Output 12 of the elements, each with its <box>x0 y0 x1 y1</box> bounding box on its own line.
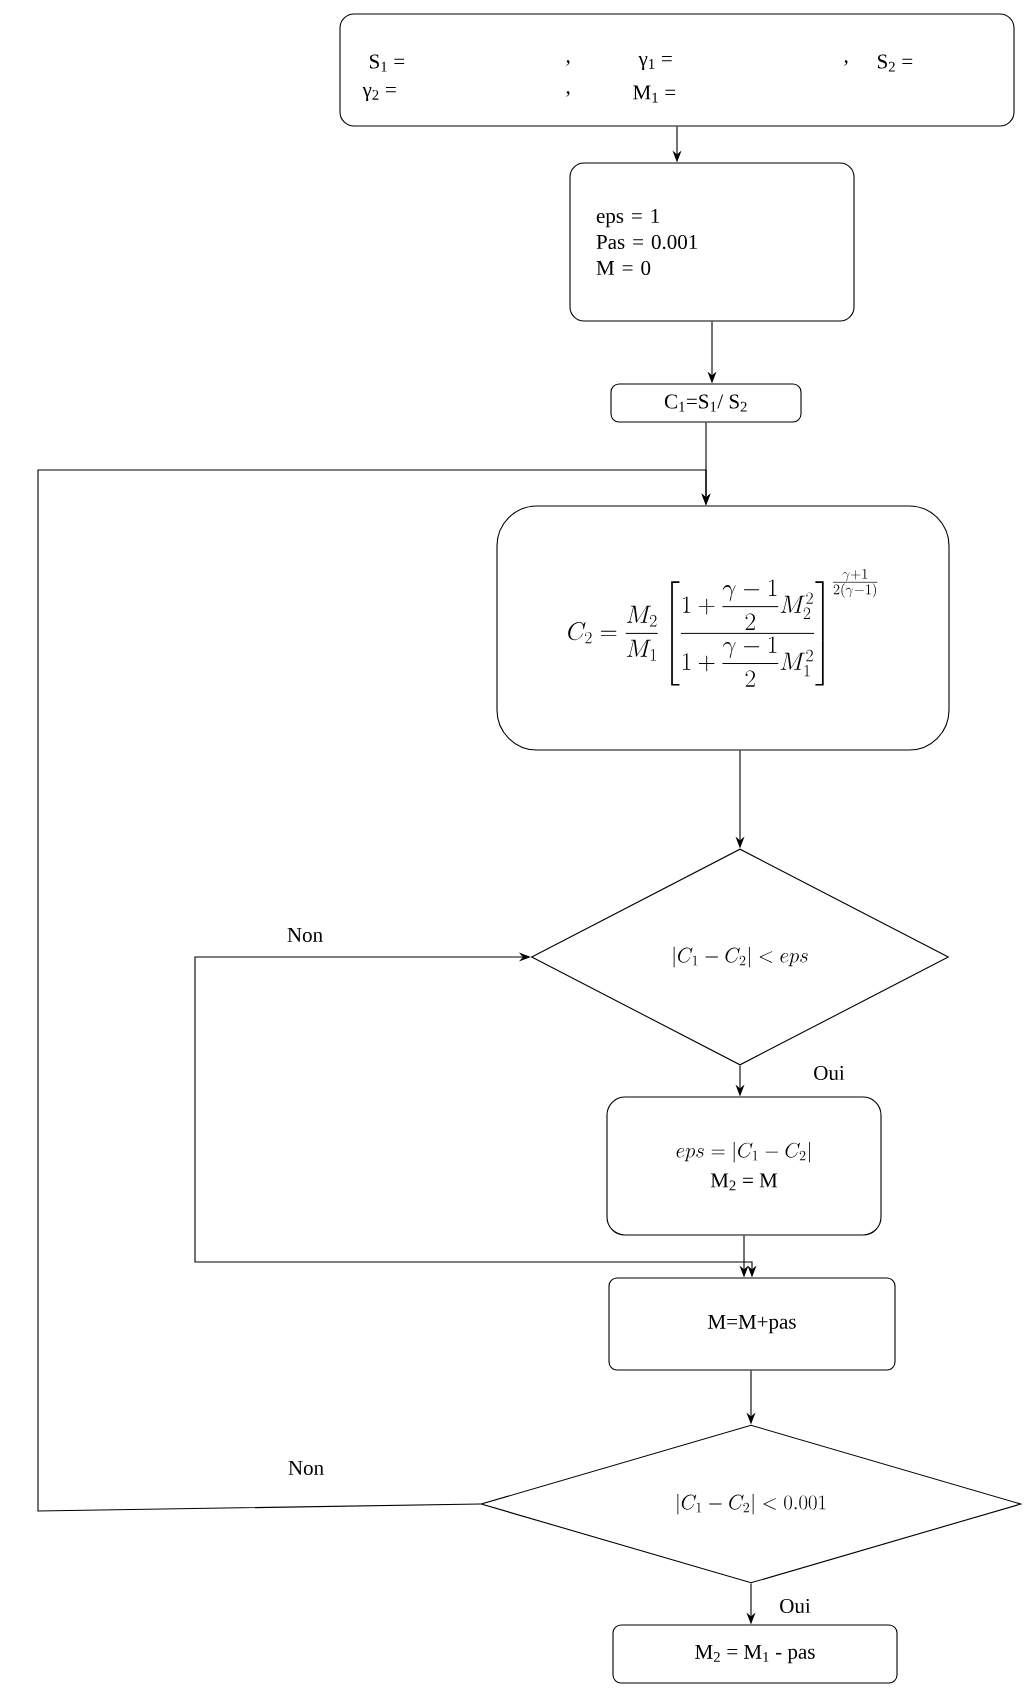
process-box: $eps=\left|C_1-C_2\right|$ M$_{2}$ = M <box>606 1096 882 1236</box>
input-box: S$_{1}$ = , γ$_{1}$ = , S$_{2}$ = γ$_{2}$ = , M$_{1}$ = <box>339 13 1015 127</box>
formula-box: $C_2 = \frac{M_2}{M_1}\left[\dfrac{1+\dfrac{\gamma-1}{2}M_2^2}{1+\dfrac{\gamma-1}{2}M_1^2}\right]^{\frac{\gamma+1}{2(\gamma-1)}}$ <box>496 505 950 751</box>
process-box: eps = 1 Pas = 0.001 M = 0 <box>569 162 855 322</box>
edge-label: Oui <box>811 1063 847 1083</box>
process-box: C$_{1}$=S$_{1}$/ S$_{2}$ <box>610 383 802 423</box>
process-box: M$_{2}$ = M$_{1}$ - pas <box>612 1624 898 1684</box>
edge-label: Oui <box>777 1596 813 1616</box>
edge-label: Non <box>284 926 326 944</box>
edge-label: Non <box>285 1459 327 1477</box>
arrow <box>37 469 711 1512</box>
process-box: M=M+pas <box>608 1277 896 1371</box>
